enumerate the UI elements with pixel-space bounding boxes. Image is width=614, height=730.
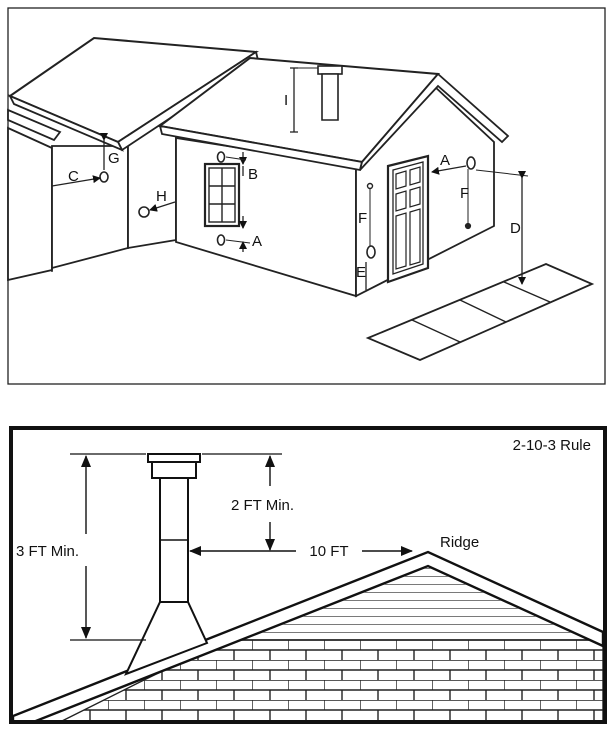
label-f-left: F: [358, 210, 367, 227]
roof-vent-pipe: [321, 73, 339, 121]
label-e: E: [356, 264, 366, 281]
label-h: H: [156, 188, 167, 205]
rule-title: 2-10-3 Rule: [513, 437, 591, 454]
three-ft-label: 3 FT Min.: [16, 543, 79, 560]
ridge-label: Ridge: [440, 534, 479, 551]
label-i: I: [284, 92, 288, 109]
ten-ft-label: 10 FT: [309, 543, 348, 560]
chimney: [124, 453, 209, 676]
house-door: [386, 154, 430, 284]
vent-terminal-e: [366, 245, 376, 259]
left-wing-eave: [7, 108, 62, 142]
vent-terminal-a-door: [466, 156, 476, 170]
inlet-f-left-top: [366, 182, 374, 190]
vent-terminal-c: [99, 171, 109, 183]
vent-terminal-b: [216, 151, 226, 163]
walkway: [365, 263, 595, 361]
label-a-window: A: [252, 233, 262, 250]
two-ft-label: 2 FT Min.: [231, 497, 294, 514]
label-b: B: [248, 166, 258, 183]
rule-panel: 2-10-3 Rule 3 FT Min. 2 FT Min. 10 FT Ri…: [9, 426, 607, 724]
middle-wing-eave: [8, 94, 124, 152]
vent-terminal-a-window: [216, 234, 226, 246]
vent-terminal-h: [138, 206, 150, 218]
brick-wall: [62, 639, 603, 720]
inlet-f-right-bottom: [464, 222, 472, 230]
label-c: C: [68, 168, 79, 185]
left-wing-wall: [7, 126, 53, 282]
main-roof-rake: [359, 72, 510, 171]
house-panel: I G C H B A A F F E D: [7, 7, 606, 385]
roof-slope: [13, 550, 603, 720]
label-a-door: A: [440, 152, 450, 169]
label-f-right: F: [460, 185, 469, 202]
house-window: [203, 162, 241, 228]
roof-vent-cap: [317, 65, 343, 75]
label-g: G: [108, 150, 120, 167]
label-d: D: [510, 220, 521, 237]
